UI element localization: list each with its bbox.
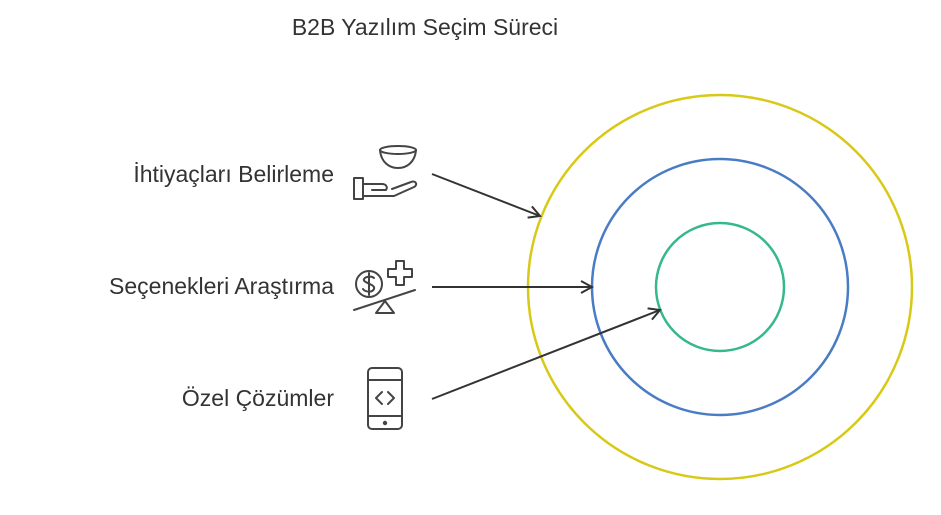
ring-inner <box>654 221 786 353</box>
stage-label-needs: İhtiyaçları Belirleme <box>133 161 334 187</box>
diagram-title: B2B Yazılım Seçim Süreci <box>291 14 559 40</box>
arrow-needs <box>431 173 540 216</box>
balance-money-health-icon <box>353 260 416 314</box>
ring-middle <box>590 157 850 417</box>
arrow-custom <box>431 310 660 400</box>
stage-label-research: Seçenekleri Araştırma <box>109 273 334 299</box>
stage-label-custom: Özel Çözümler <box>181 385 334 411</box>
phone-code-icon <box>367 367 403 430</box>
hand-holding-bowl-icon <box>353 145 418 200</box>
